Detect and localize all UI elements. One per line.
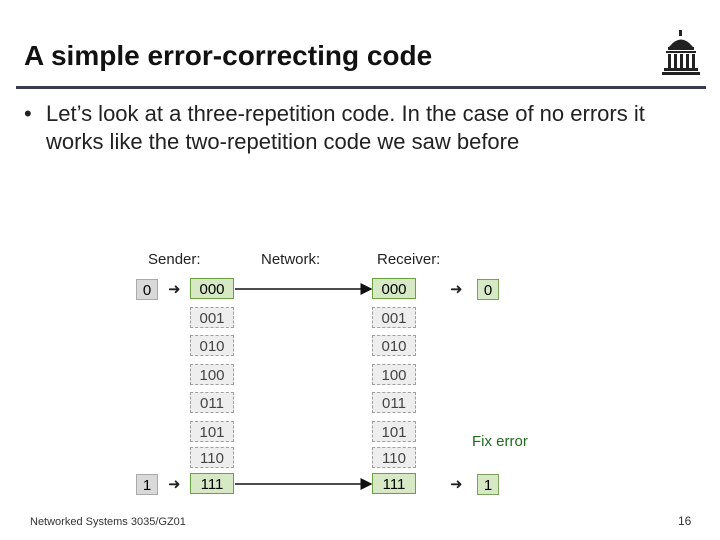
receiver-output-bit-0: 0 [477,279,499,300]
footer-course: Networked Systems 3035/GZ01 [30,516,186,528]
page-number: 16 [678,514,692,528]
sender-input-bit-0: 0 [136,279,158,300]
receiver-arrow-0: ➜ [450,281,463,298]
receiver-output-bit-1: 1 [477,474,499,495]
slide-title: A simple error-correcting code [24,40,433,71]
receiver-code-101: 101 [372,421,416,442]
university-building-icon [662,30,700,75]
receiver-label: Receiver: [377,251,441,268]
sender-code-001: 001 [190,307,234,328]
bullet-text: Let’s look at a three-repetition code. I… [46,101,645,154]
sender-code-010: 010 [190,335,234,356]
sender-code-110: 110 [190,447,234,468]
sender-arrow-1: ➜ [168,476,181,493]
sender-code-111: 111 [190,473,234,494]
receiver-code-111: 111 [372,473,416,494]
bullet-marker: • [24,101,32,126]
sender-arrow-0: ➜ [168,281,181,298]
sender-code-100: 100 [190,364,234,385]
receiver-arrow-1: ➜ [450,476,463,493]
receiver-code-110: 110 [372,447,416,468]
sender-label: Sender: [148,251,201,268]
fix-error-label: Fix error [472,433,528,450]
receiver-code-001: 001 [372,307,416,328]
receiver-code-100: 100 [372,364,416,385]
network-label: Network: [261,251,321,268]
title-divider [16,86,706,89]
sender-code-011: 011 [190,392,234,413]
receiver-code-010: 010 [372,335,416,356]
sender-code-101: 101 [190,421,234,442]
receiver-code-000: 000 [372,278,416,299]
bullet-point: • Let’s look at a three-repetition code.… [24,100,704,156]
sender-input-bit-1: 1 [136,474,158,495]
receiver-code-011: 011 [372,392,416,413]
sender-code-000: 000 [190,278,234,299]
